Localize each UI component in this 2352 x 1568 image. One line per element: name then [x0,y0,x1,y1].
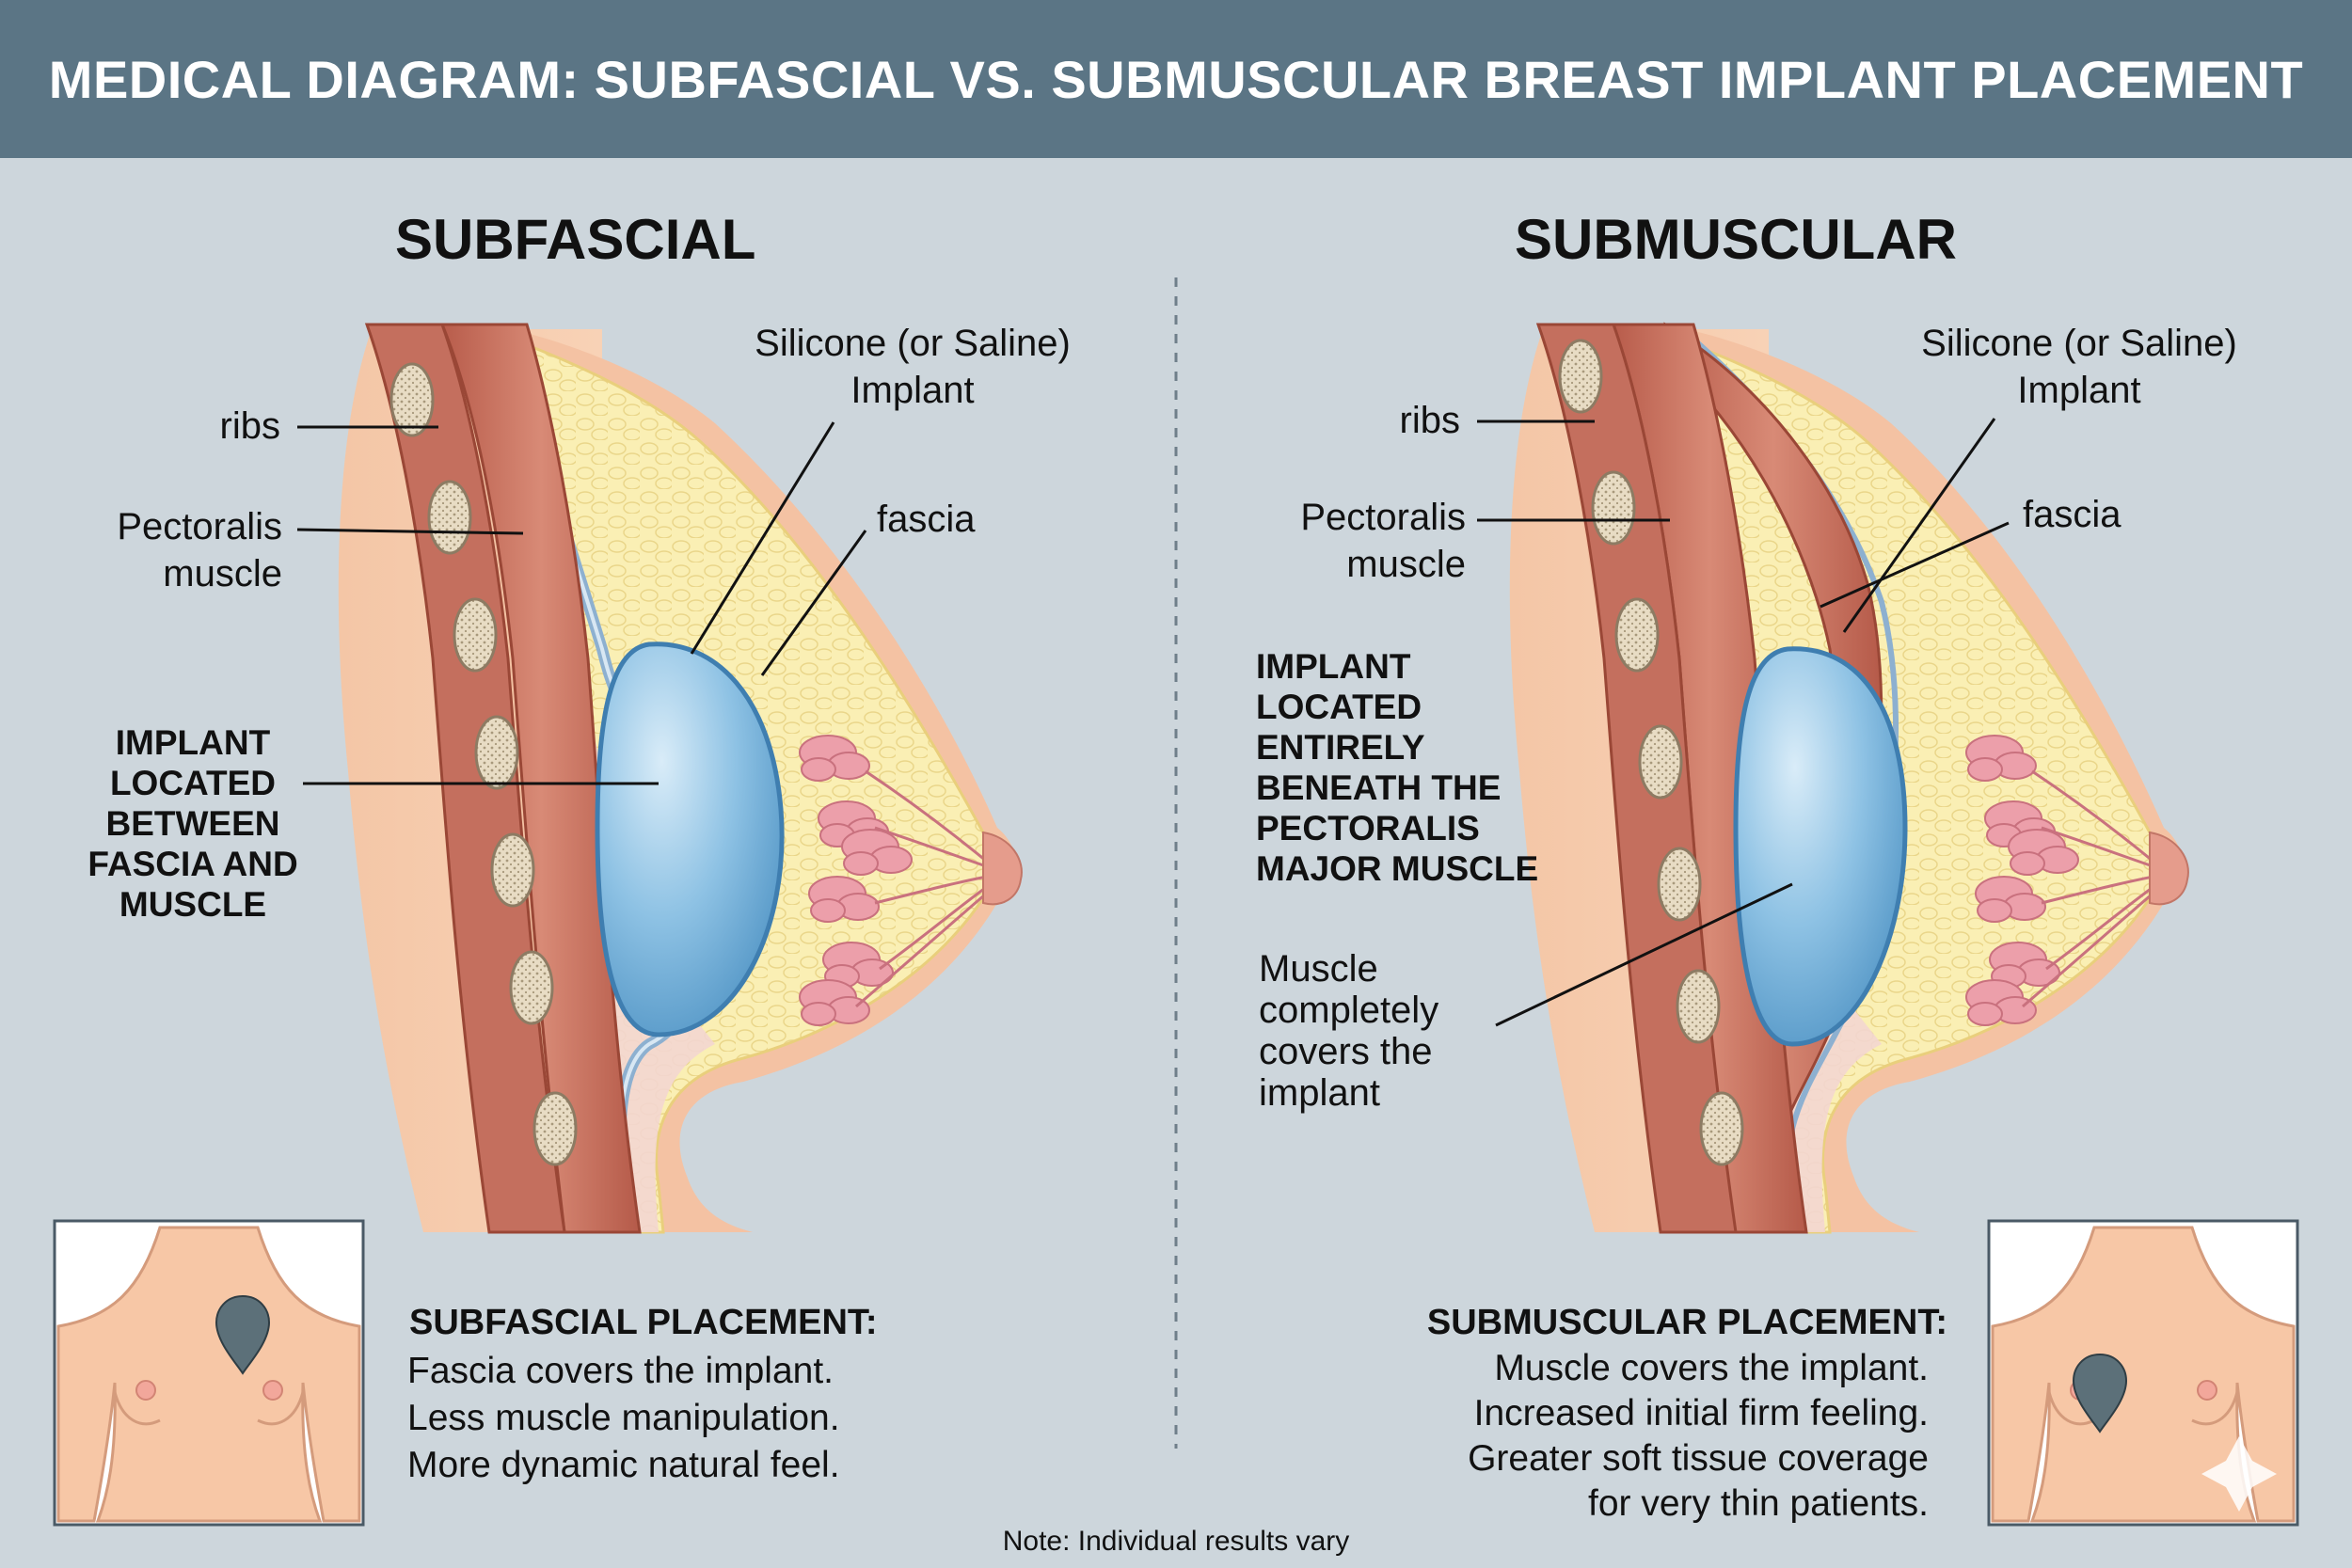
label-location-left: IMPLANT LOCATED BETWEEN FASCIA AND MUSCL… [87,723,298,924]
submuscular-desc-3: Greater soft tissue coverage [1468,1438,1929,1479]
label-pectoralis-right: Pectoralis muscle [1300,497,1466,585]
implant-marker-icon [2072,1353,2128,1433]
leader-lines [1477,418,2010,1027]
implant [1733,646,1908,1047]
nipple [2149,831,2189,906]
nipple [982,831,1023,906]
label-ribs-left: ribs [219,405,280,447]
label-location-right: IMPLANT LOCATED ENTIRELY BENEATH THE PEC… [1256,647,1539,888]
label-ribs-right: ribs [1399,400,1460,441]
label-fascia-left: fascia [877,499,976,540]
footnote: Note: Individual results vary [1002,1526,1350,1557]
subfascial-heading: SUBFASCIAL [395,208,756,271]
subfascial-thumbnail [53,1219,365,1527]
ribs [1558,339,1744,1166]
submuscular-placement-title: SUBMUSCULAR PLACEMENT: [1426,1303,1947,1342]
sparkle-icon [2201,1436,2277,1512]
label-cover-right: Muscle completely covers the implant [1259,948,1439,1114]
label-fascia-right: fascia [2023,494,2122,535]
label-pectoralis-left: Pectoralis muscle [117,506,282,594]
label-implant-left: Silicone (or Saline) Implant [755,323,1071,411]
submuscular-desc-4: for very thin patients. [1587,1483,1929,1524]
subfascial-desc-2: Less muscle manipulation. [407,1398,840,1438]
page-title: MEDICAL DIAGRAM: SUBFASCIAL VS. SUBMUSCU… [48,49,2304,109]
submuscular-desc-2: Increased initial firm feeling. [1473,1393,1929,1433]
implant [595,641,785,1037]
pectoralis-muscle [439,323,642,1234]
subfascial-placement-title: SUBFASCIAL PLACEMENT: [409,1303,878,1342]
implant-marker-icon [215,1294,271,1375]
subfascial-desc-3: More dynamic natural feel. [407,1445,840,1485]
leader-lines [296,421,867,785]
subfascial-illustration [296,323,1023,1234]
subfascial-desc-1: Fascia covers the implant. [407,1351,834,1391]
ribs [389,362,578,1166]
label-implant-right: Silicone (or Saline) Implant [1921,323,2237,411]
title-bar: MEDICAL DIAGRAM: SUBFASCIAL VS. SUBMUSCU… [0,0,2352,158]
submuscular-thumbnail [1987,1219,2299,1527]
submuscular-desc-1: Muscle covers the implant. [1494,1348,1929,1388]
submuscular-illustration [1477,322,2189,1234]
submuscular-heading: SUBMUSCULAR [1515,208,1957,271]
